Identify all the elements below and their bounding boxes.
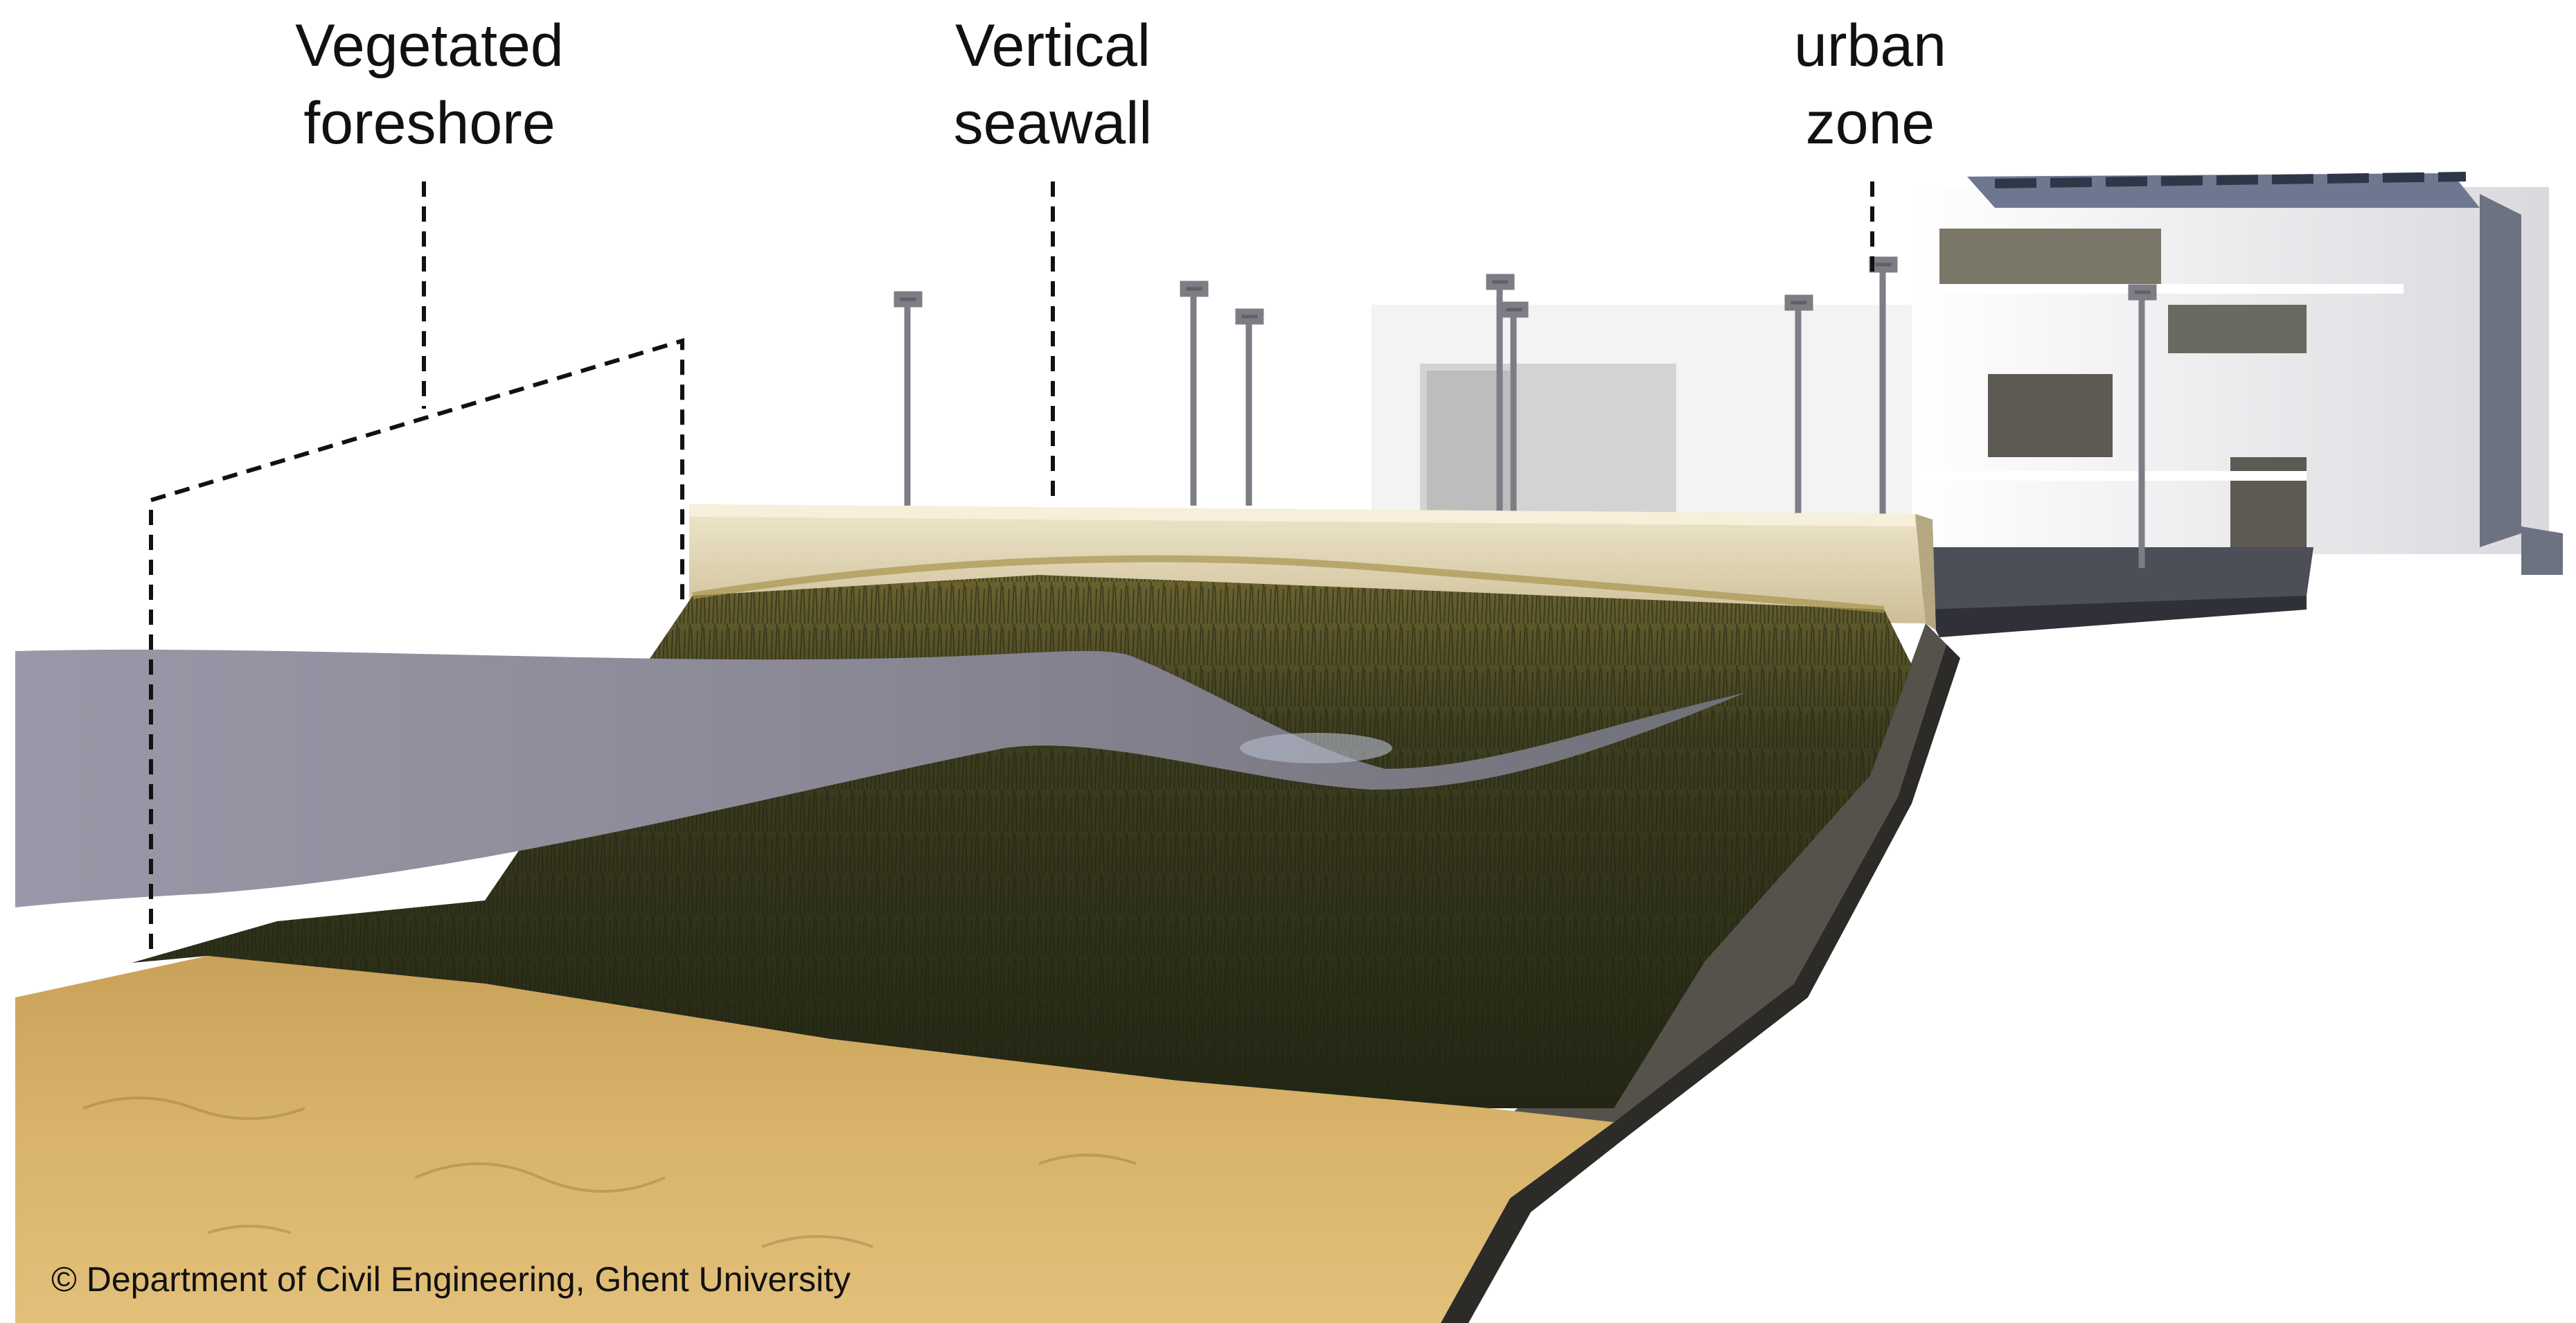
water-surface — [15, 649, 1746, 907]
copyright-credit: © Department of Civil Engineering, Ghent… — [51, 1260, 851, 1299]
label-vegetated-foreshore: Vegetated foreshore — [277, 7, 582, 162]
label-line: urban — [1794, 12, 1946, 79]
label-line: Vertical — [954, 12, 1151, 79]
label-line: Vegetated — [295, 12, 564, 79]
label-vertical-seawall: Vertical seawall — [900, 7, 1205, 162]
foreshore-bracket — [149, 337, 684, 949]
low-building — [1371, 305, 1912, 533]
label-line: seawall — [953, 90, 1153, 157]
building — [1912, 172, 2563, 575]
lamp-posts — [894, 256, 2157, 568]
leader-lines — [149, 181, 1874, 949]
label-line: zone — [1805, 90, 1935, 157]
sand-bed — [15, 956, 1614, 1323]
label-line: foreshore — [303, 90, 556, 157]
label-urban-zone: urban zone — [1718, 7, 2023, 162]
